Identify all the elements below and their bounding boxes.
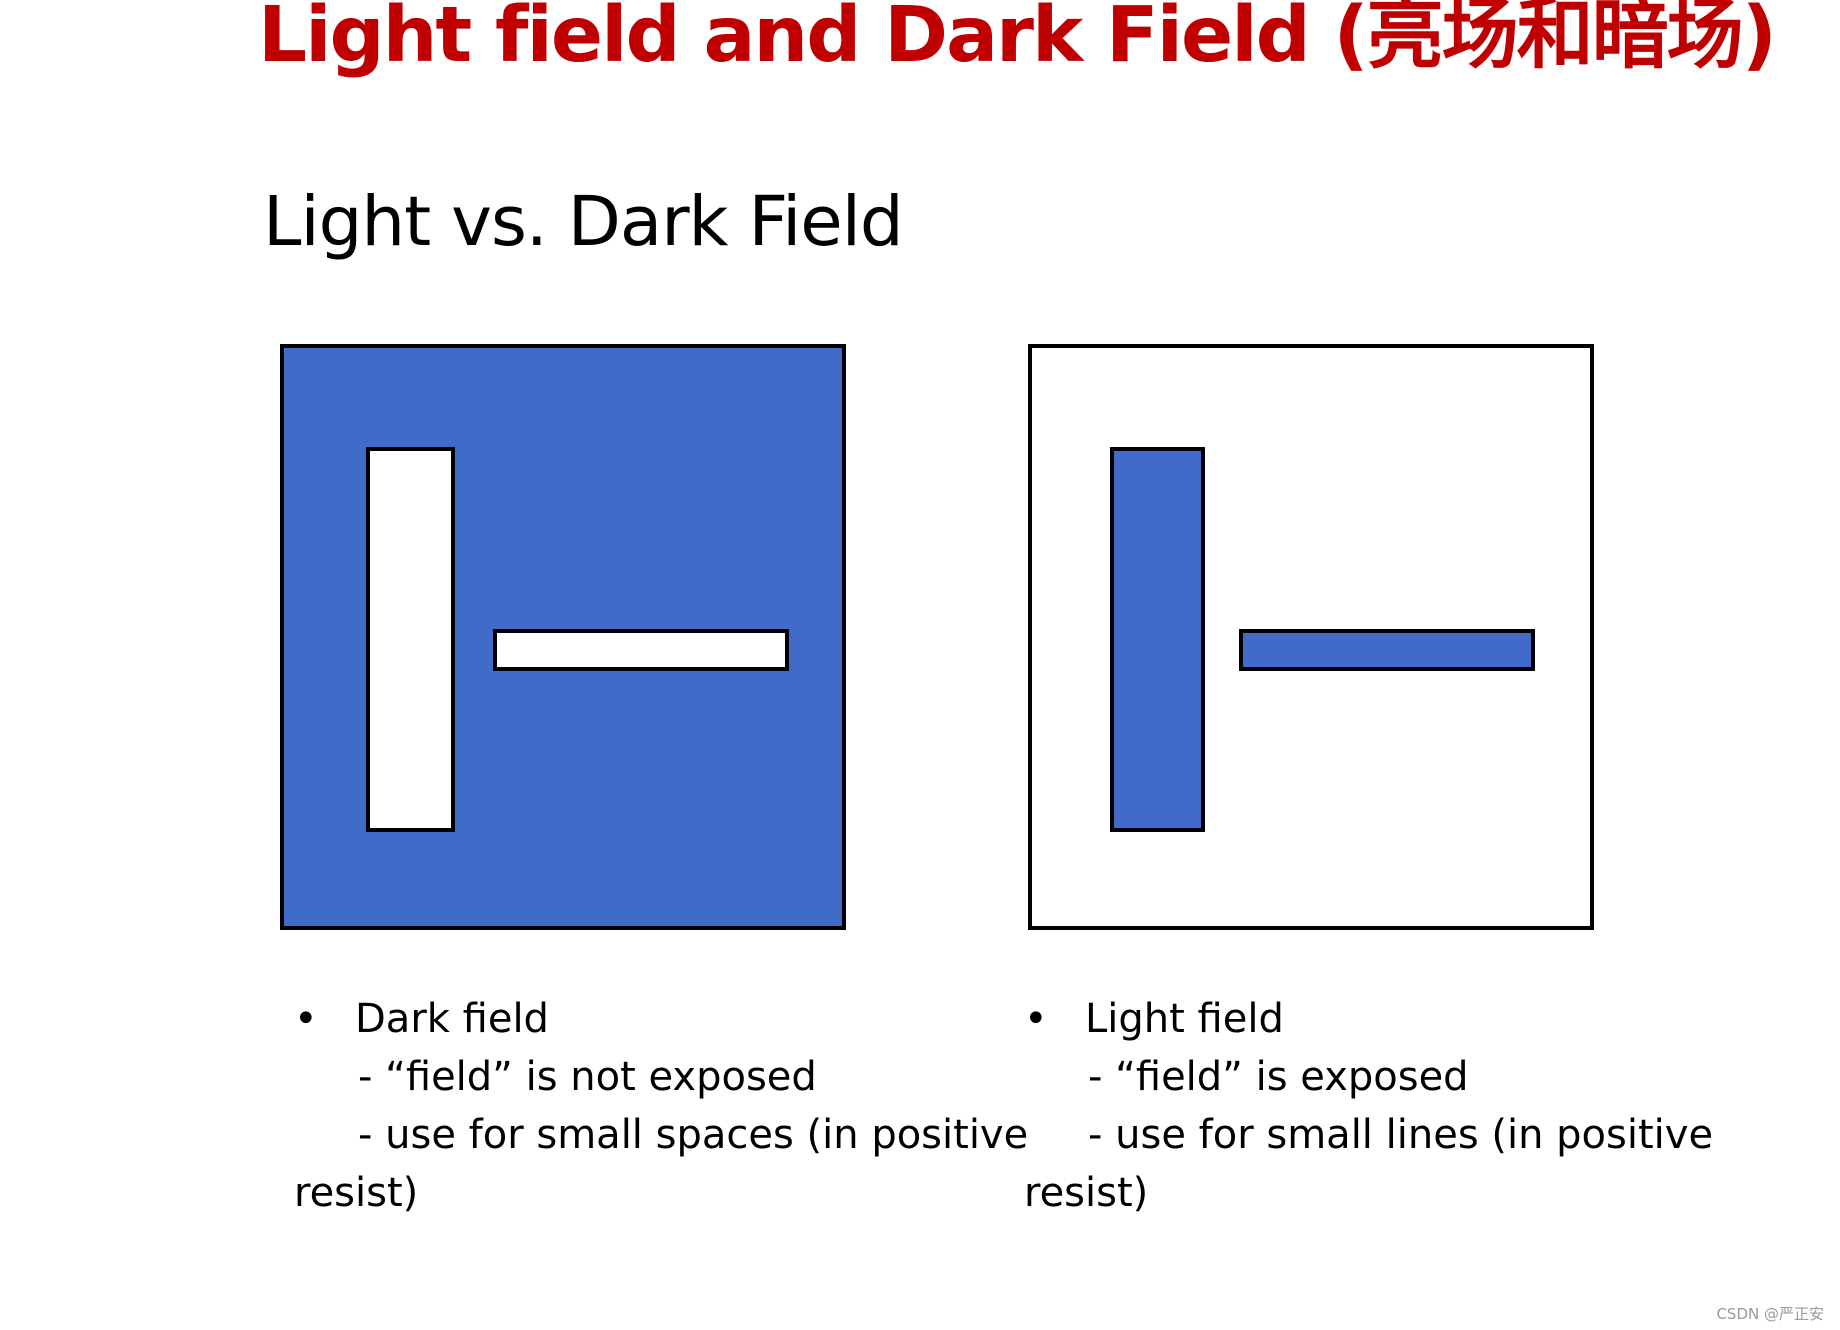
light-field-line-1: - “field” is exposed [1088, 1054, 1469, 1100]
light-field-horizontal-bar [1239, 629, 1535, 671]
light-field-panel [1028, 344, 1594, 930]
dark-field-horizontal-bar [493, 629, 789, 671]
bullet-point: • [294, 996, 318, 1042]
light-field-line-3: resist) [1024, 1170, 1149, 1216]
dark-field-line-1: - “field” is not exposed [358, 1054, 817, 1100]
dark-field-line-2: - use for small spaces (in positive [358, 1112, 1029, 1158]
watermark: CSDN @严正安 [1716, 1305, 1824, 1323]
dark-field-line-3: resist) [294, 1170, 419, 1216]
light-field-line-2: - use for small lines (in positive [1088, 1112, 1714, 1158]
slide-title: Light field and Dark Field (亮场和暗场) [258, 0, 1777, 80]
dark-field-description: • Dark field - “field” is not exposed - … [294, 990, 1028, 1222]
light-field-vertical-bar [1110, 447, 1205, 832]
dark-field-panel [280, 344, 846, 930]
bullet-point: • [1024, 996, 1048, 1042]
light-field-description: • Light field - “field” is exposed - use… [1024, 990, 1744, 1222]
light-field-heading: Light field [1085, 996, 1284, 1042]
slide-subtitle: Light vs. Dark Field [263, 182, 904, 262]
dark-field-heading: Dark field [355, 996, 549, 1042]
dark-field-vertical-bar [366, 447, 455, 832]
